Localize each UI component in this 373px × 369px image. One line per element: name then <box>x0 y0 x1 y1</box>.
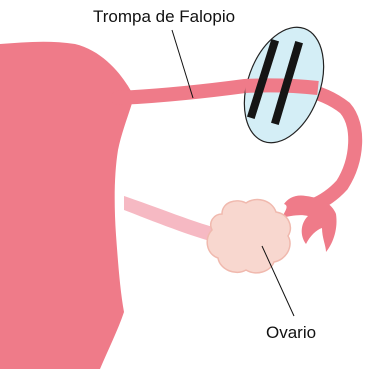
uterus <box>0 42 134 369</box>
ovary-label: Ovario <box>266 323 316 342</box>
fallopian-tube-label: Trompa de Falopio <box>93 7 235 26</box>
fallopian-tube <box>118 86 355 206</box>
ovary <box>207 200 290 273</box>
